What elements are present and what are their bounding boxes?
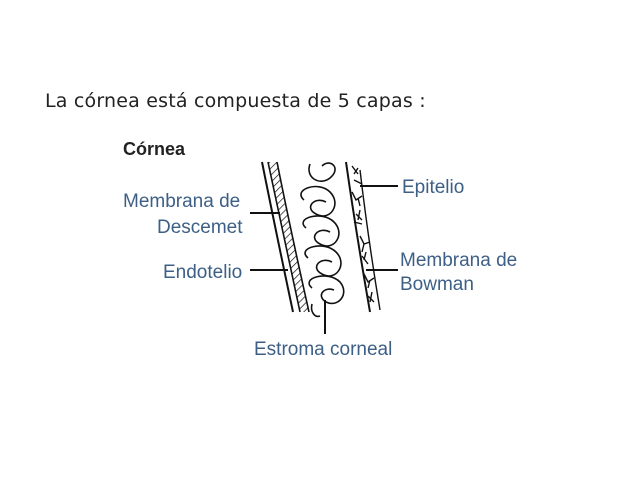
label-estroma: Estroma corneal <box>254 339 392 360</box>
label-descemet-line1: Membrana de <box>123 191 240 212</box>
label-endotelio: Endotelio <box>163 262 242 283</box>
endothelium-layer <box>261 161 294 313</box>
label-descemet-line2: Descemet <box>157 217 243 238</box>
label-epitelio: Epitelio <box>402 177 464 198</box>
label-bowman-line1: Membrana de <box>400 250 517 271</box>
bowman-membrane-layer <box>345 161 371 313</box>
label-bowman-line2: Bowman <box>400 274 474 295</box>
corneal-stroma-layer <box>300 162 345 318</box>
slide-title: La córnea está compuesta de 5 capas : <box>45 90 426 112</box>
diagram-heading: Córnea <box>123 139 186 159</box>
